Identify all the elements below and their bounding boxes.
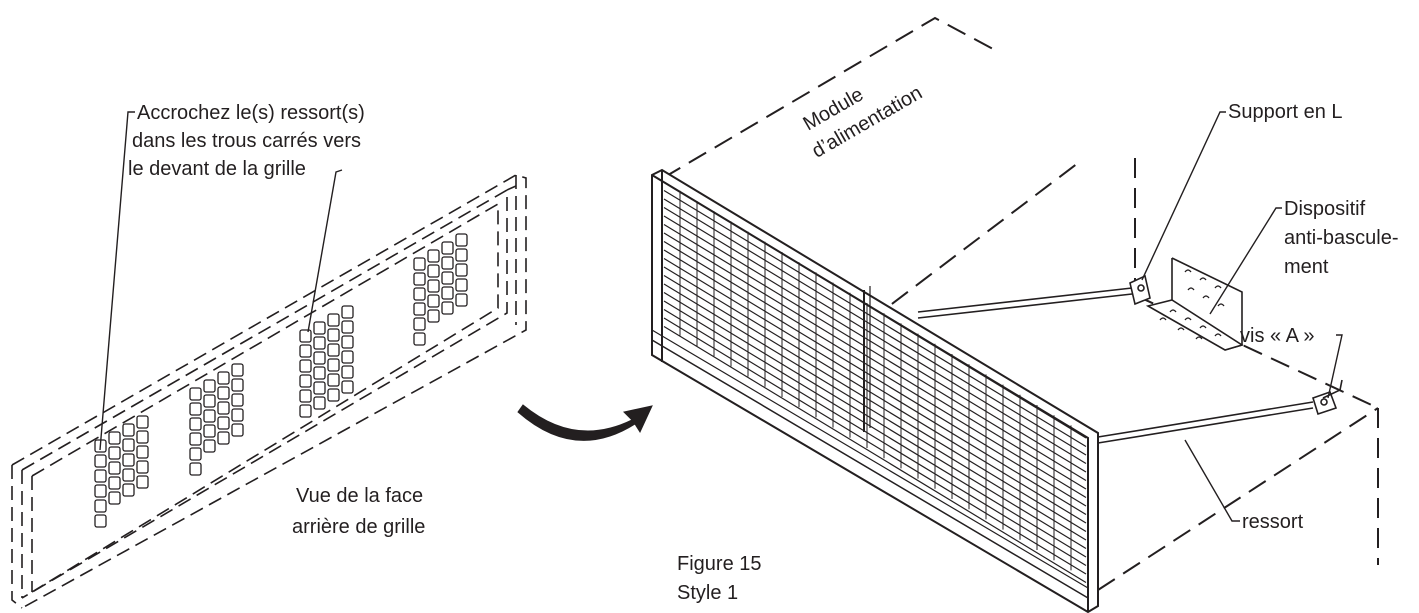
spring-rods — [917, 287, 1314, 444]
square-hole-groups — [94, 233, 468, 528]
hook-instruction-line-3: le devant de la grille — [128, 158, 306, 180]
device-label-line-1: Dispositif — [1284, 198, 1366, 220]
back-view-caption-line-2: arrière de grille — [292, 516, 425, 538]
figure-number: Figure 15 — [677, 553, 762, 575]
support-label: Support en L — [1228, 101, 1343, 123]
leader-lines — [99, 111, 1343, 522]
spring-label: ressort — [1242, 511, 1304, 533]
anti-tip-device — [1145, 257, 1244, 351]
back-view-caption-line-1: Vue de la face — [296, 485, 423, 507]
screw-label: vis « A » — [1240, 325, 1315, 347]
grille-back-view — [11, 174, 527, 609]
square-hole-group — [413, 233, 468, 346]
hook-instruction-line-2: dans les trous carrés vers — [132, 130, 361, 152]
l-bracket-top — [1129, 274, 1151, 306]
hook-instruction-line-1: Accrochez le(s) ressort(s) — [137, 102, 365, 124]
figure-style: Style 1 — [677, 582, 738, 604]
device-label-line-3: ment — [1284, 256, 1329, 278]
power-module-outline — [662, 16, 1379, 600]
square-hole-group — [299, 305, 354, 418]
device-label-line-2: anti-bascule- — [1284, 227, 1399, 249]
square-hole-group — [189, 363, 244, 476]
square-hole-group — [94, 415, 149, 528]
front-grille — [651, 168, 1099, 613]
curved-arrow-icon — [517, 404, 653, 441]
